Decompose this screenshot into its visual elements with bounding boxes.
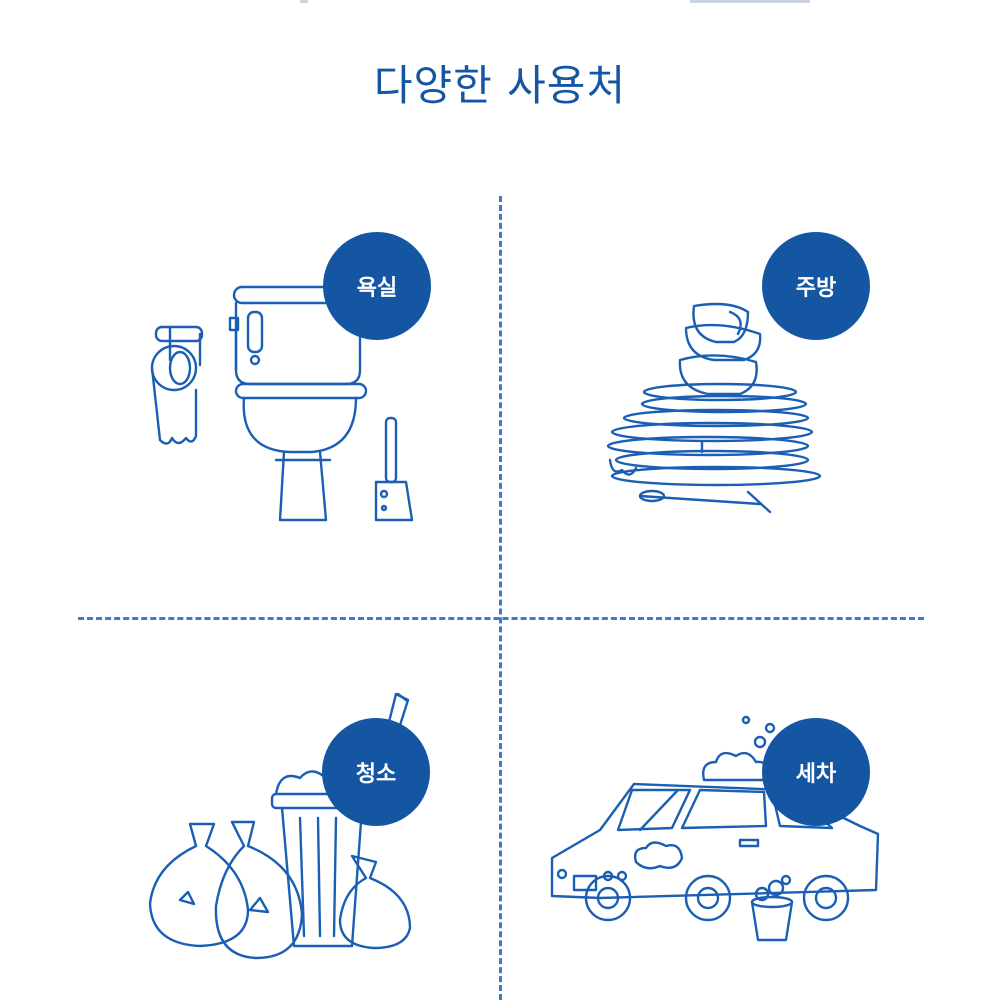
badge-bathroom: 욕실 [323,232,431,340]
toilet-brush-icon [374,416,414,522]
badge-cleaning: 청소 [322,718,430,826]
trash-bag-icon-middle [214,820,304,960]
top-edge-mark-left [300,0,308,3]
page-title: 다양한 사용처 [373,61,627,110]
toilet-icon [228,285,368,522]
badge-car-wash: 세차 [762,718,870,826]
vertical-divider [499,196,502,1000]
badge-kitchen: 주방 [762,232,870,340]
dish-stack-icon [606,302,822,514]
trash-bag-icon-right [338,854,412,950]
top-edge-mark-right [690,0,810,3]
trash-bag-icon-left [148,822,250,948]
toilet-paper-icon [150,325,204,445]
horizontal-divider [78,617,924,620]
car-wash-icon [550,715,880,942]
